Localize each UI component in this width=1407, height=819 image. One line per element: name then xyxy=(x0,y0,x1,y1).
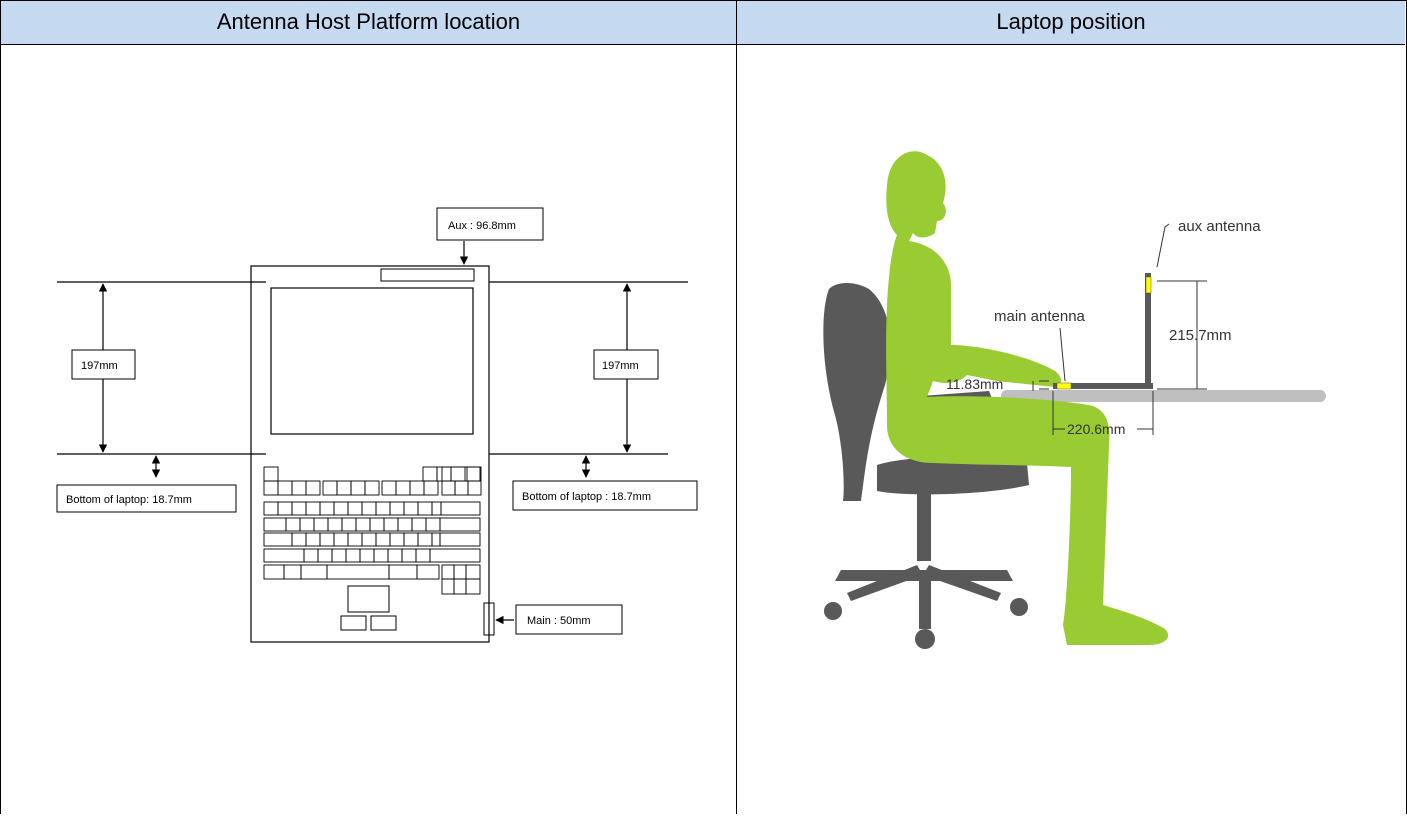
offset-label: 11.83mm xyxy=(946,376,1003,392)
header-antenna-host-platform: Antenna Host Platform location xyxy=(1,0,736,45)
laptop-touchpad xyxy=(340,585,397,631)
dimension-lines xyxy=(1032,223,1207,435)
main-antenna-block xyxy=(483,602,495,636)
height-label: 215.7mm xyxy=(1169,327,1232,344)
height-left-label: 197mm xyxy=(81,360,118,372)
depth-label: 220.6mm xyxy=(1067,421,1125,437)
main-label: Main : 50mm xyxy=(527,615,591,627)
aux-label: Aux : 96.8mm xyxy=(448,220,516,232)
main-antenna-label: main antenna xyxy=(994,308,1086,325)
laptop-keyboard xyxy=(263,466,482,595)
antenna-host-platform-panel: Aux : 96.8mm 197mm 197mm Bottom of lapto… xyxy=(1,45,736,814)
bottom-left-label: Bottom of laptop: 18.7mm xyxy=(66,494,192,506)
height-right-label-box: 197mm xyxy=(593,349,659,380)
laptop-position-panel: aux antenna main antenna 215.7mm 11.83mm… xyxy=(737,45,1406,814)
aux-label-box: Aux : 96.8mm xyxy=(436,207,544,241)
height-left-label-box: 197mm xyxy=(71,349,136,380)
table-column-divider xyxy=(736,0,737,814)
main-antenna-marker xyxy=(1056,382,1072,390)
aux-antenna-marker xyxy=(1145,276,1152,294)
aux-antenna-label: aux antenna xyxy=(1178,218,1261,235)
bottom-right-label: Bottom of laptop : 18.7mm xyxy=(522,491,651,503)
header-laptop-position: Laptop position xyxy=(737,0,1405,45)
laptop-position-illustration: aux antenna main antenna 215.7mm 11.83mm… xyxy=(823,151,1326,649)
table-border-top xyxy=(0,0,1407,1)
laptop-side-view xyxy=(1053,273,1153,390)
bottom-left-label-box: Bottom of laptop: 18.7mm xyxy=(56,484,237,513)
laptop-outline xyxy=(250,265,490,643)
height-right-label: 197mm xyxy=(602,360,639,372)
main-label-box: Main : 50mm xyxy=(515,604,623,635)
laptop-schematic-diagram: Aux : 96.8mm 197mm 197mm Bottom of lapto… xyxy=(56,207,698,643)
table-border-left xyxy=(0,0,1,814)
seated-person xyxy=(886,151,1169,645)
bottom-right-label-box: Bottom of laptop : 18.7mm xyxy=(512,480,698,511)
